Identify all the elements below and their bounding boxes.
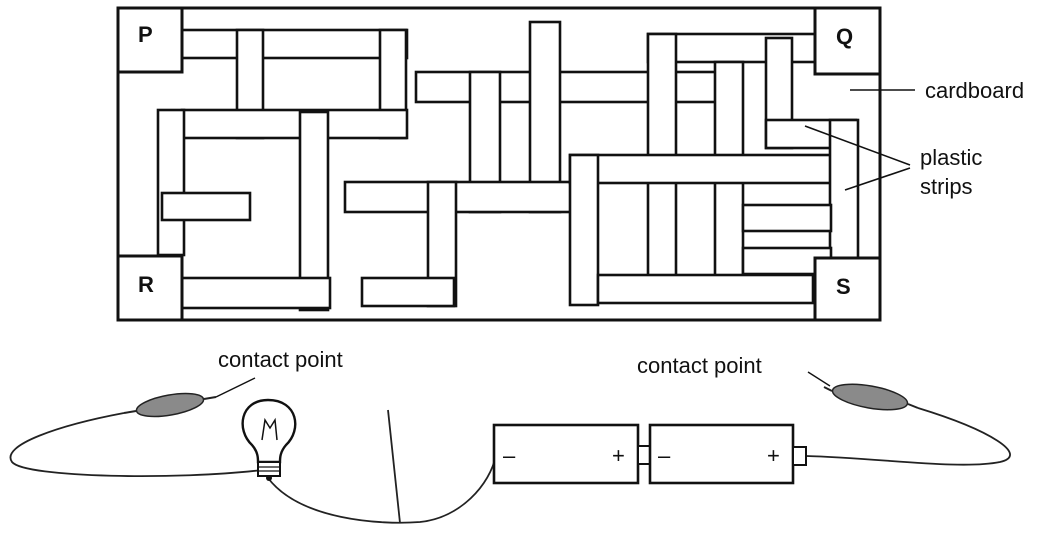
battery-1: – +: [492, 423, 651, 485]
plastic-pointer-line-top: [804, 125, 911, 166]
plastic-strip: [180, 28, 409, 60]
contact-point-label-right: contact point: [637, 353, 762, 378]
corner-label-r: R: [138, 272, 154, 297]
corner-label-q: Q: [836, 24, 853, 49]
wire-left-loop: [9, 412, 263, 478]
contact-left-pointer: [215, 377, 256, 398]
cardboard-label: cardboard: [925, 78, 1024, 103]
plastic-strips-label-line1: plastic: [920, 145, 982, 170]
plastic-strip: [568, 153, 600, 307]
corner-q: Q: [813, 6, 882, 76]
plastic-strip: [180, 108, 409, 140]
battery-2-minus: –: [658, 443, 671, 468]
plastic-strip: [180, 276, 332, 310]
wire-marker-line: [387, 409, 401, 524]
corner-p: P: [116, 6, 184, 74]
light-bulb: [241, 398, 297, 481]
plastic-strips: [156, 20, 860, 312]
plastic-strip: [596, 273, 815, 305]
contact-probe-right: [823, 383, 919, 411]
plastic-strip: [828, 118, 860, 260]
plastic-strips-label-line2: strips: [920, 174, 973, 199]
wire-bulb-to-battery: [267, 454, 497, 524]
battery-1-plus: +: [612, 443, 625, 468]
contact-point-label-left: contact point: [218, 347, 343, 372]
plastic-strip: [414, 70, 728, 104]
plastic-strip: [160, 191, 252, 222]
corner-label-s: S: [836, 274, 851, 299]
plastic-pointer-line-bottom: [844, 167, 911, 191]
corner-label-p: P: [138, 22, 153, 47]
contact-probe-left: [123, 392, 217, 418]
corner-r: R: [116, 254, 184, 322]
wire-right-loop: [805, 407, 1011, 466]
battery-1-minus: –: [503, 443, 516, 468]
contact-right-pointer: [807, 371, 831, 387]
battery-2: – +: [648, 423, 807, 485]
plastic-strip: [568, 153, 837, 185]
plastic-strip: [741, 203, 833, 233]
battery-2-plus: +: [767, 443, 780, 468]
plastic-strip: [360, 276, 456, 308]
plastic-strip: [343, 180, 592, 214]
corner-s: S: [813, 256, 882, 322]
plastic-strip: [156, 108, 186, 257]
